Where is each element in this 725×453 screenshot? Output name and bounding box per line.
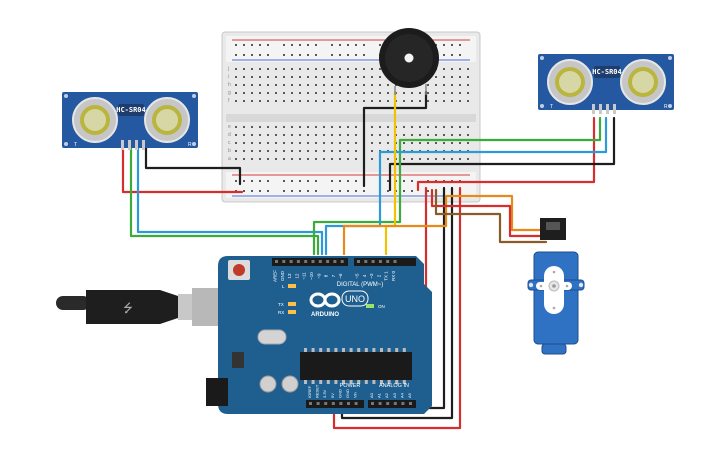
power-pin-label: RESET [315,384,320,398]
sensor-left-mark-r: R [188,142,192,148]
wire-right-echo [324,116,608,256]
uno-text: UNO [345,294,365,304]
servo-motor-icon [527,218,585,355]
top-pin-label: ~5 [355,273,360,279]
bb-row-letter: h [228,82,231,88]
ultrasonic-sensor-left: HC-SR04 T R [62,92,198,150]
usb-cable-icon: ⭍ [56,288,226,326]
top-pin-label: ~10 [309,272,314,280]
sensor-left-label: HC-SR04 [116,106,146,114]
analog-pin-label: A5 [407,392,412,398]
sensor-pin [135,140,138,150]
bb-row-letter: e [228,124,231,130]
sensor-pin [121,140,124,150]
wire-servo-signal [342,194,556,256]
l-label: L [282,284,285,289]
top-pin-label: 4 [362,274,367,277]
analog-pin-label: A2 [384,392,389,398]
sensor-pin [599,104,602,114]
analog-pin-label: A4 [399,392,404,398]
sensor-right-mark-t: T [550,104,553,110]
bb-row-letter: g [228,90,231,96]
analog-pin-label: A0 [369,392,374,398]
power-pin-label: GND [337,389,342,398]
sensor-right-mark-r: R [664,104,668,110]
sensor-left-mark-t: T [74,142,77,148]
top-pin-label: 13 [287,273,292,279]
top-pin-label: TX 1 [384,271,389,281]
power-pin-label: 3.3V [322,389,327,398]
bb-row-letter: c [228,140,231,146]
top-pin-label: AREF [273,270,278,282]
power-label: POWER [340,383,361,389]
arduino-infinity-logo-icon [309,292,341,308]
sensor-pin [613,104,616,114]
wire-left-vcc [121,146,244,194]
wire-servo-gnd [434,188,548,244]
wire-left-echo [136,146,324,256]
top-pin-label: GND [280,270,285,281]
power-pin-label: IOREF [307,385,312,398]
power-pin-label: Vin [353,392,358,398]
wire-right-gnd [388,116,616,192]
digital-label: DIGITAL (PWM~) [337,282,384,288]
sensor-pin [592,104,595,114]
svg-text:⭍: ⭍ [123,301,133,315]
top-pin-label: ~11 [302,272,307,280]
analog-pin-label: A3 [392,392,397,398]
piezo-buzzer-icon [379,28,439,95]
wire-servo-vcc [430,188,552,238]
ultrasonic-sensor-right: HC-SR04 T R [538,54,674,114]
top-pin-label: 2 [376,274,381,277]
sensor-pin [142,140,145,150]
on-label: ON [378,304,385,309]
power-pin-label: GND [345,389,350,398]
bb-row-letter: j [227,66,229,72]
power-pin-label: 5V [330,393,335,398]
analog-label: ANALOG IN [379,383,409,389]
top-pin-label: ~6 [338,273,343,279]
top-pin-label: ~9 [316,273,321,279]
wire-left-gnd [144,146,242,186]
top-pin-label: 12 [294,273,299,279]
top-pin-label: 7 [331,274,336,277]
bb-row-letter: b [228,148,231,154]
rx-label: RX [278,310,284,315]
top-pin-label: 8 [324,274,329,277]
bb-row-letter: f [228,98,230,104]
sensor-pin [128,140,131,150]
wire-right-vcc [416,116,596,192]
analog-pin-label: A1 [377,392,382,398]
bb-row-letter: d [228,132,231,138]
tx-label: TX [278,302,284,307]
sensor-right-label: HC-SR04 [592,68,622,76]
top-pin-label: ~3 [369,273,374,279]
bb-row-letter: a [228,156,231,162]
wire-left-trig [129,146,320,256]
arduino-logo-text: ARDUINO [311,312,339,318]
top-pin-label: RX 0 [391,271,396,282]
bb-row-letter: i [228,74,229,80]
wire-right-trig [312,116,602,256]
sensor-pin [606,104,609,114]
